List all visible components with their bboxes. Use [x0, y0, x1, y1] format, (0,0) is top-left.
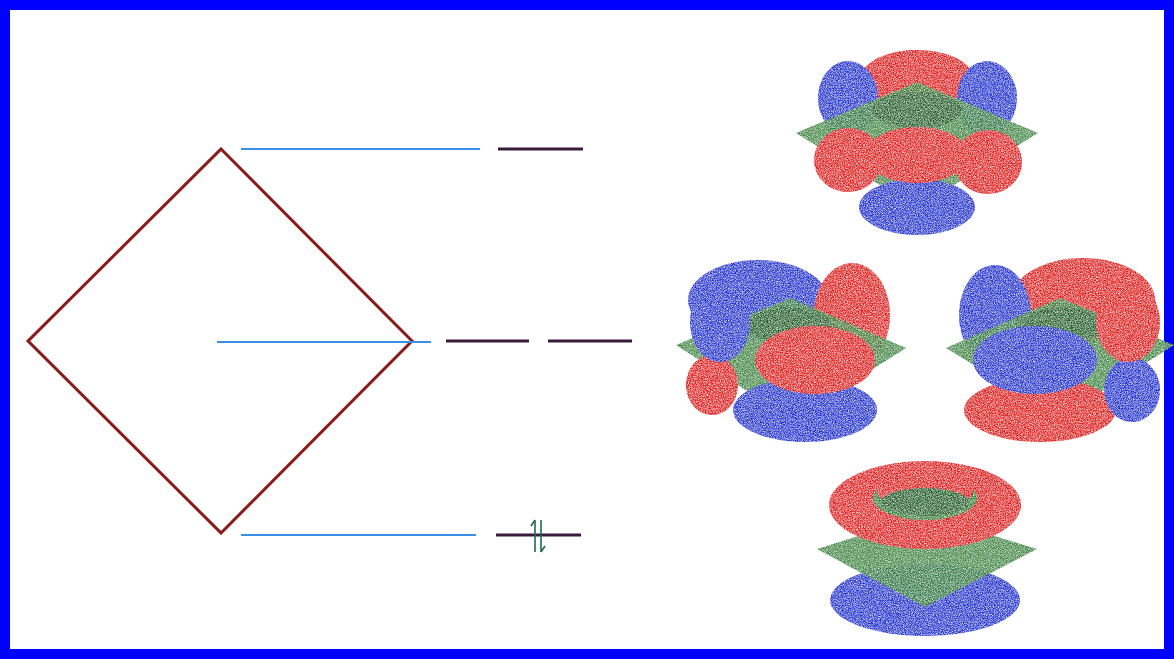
torus-orbital-icon [676, 260, 906, 442]
torus-orbital-icon [817, 461, 1037, 636]
torus-orbital-icon [946, 258, 1174, 442]
torus-orbital-icon [796, 50, 1038, 235]
